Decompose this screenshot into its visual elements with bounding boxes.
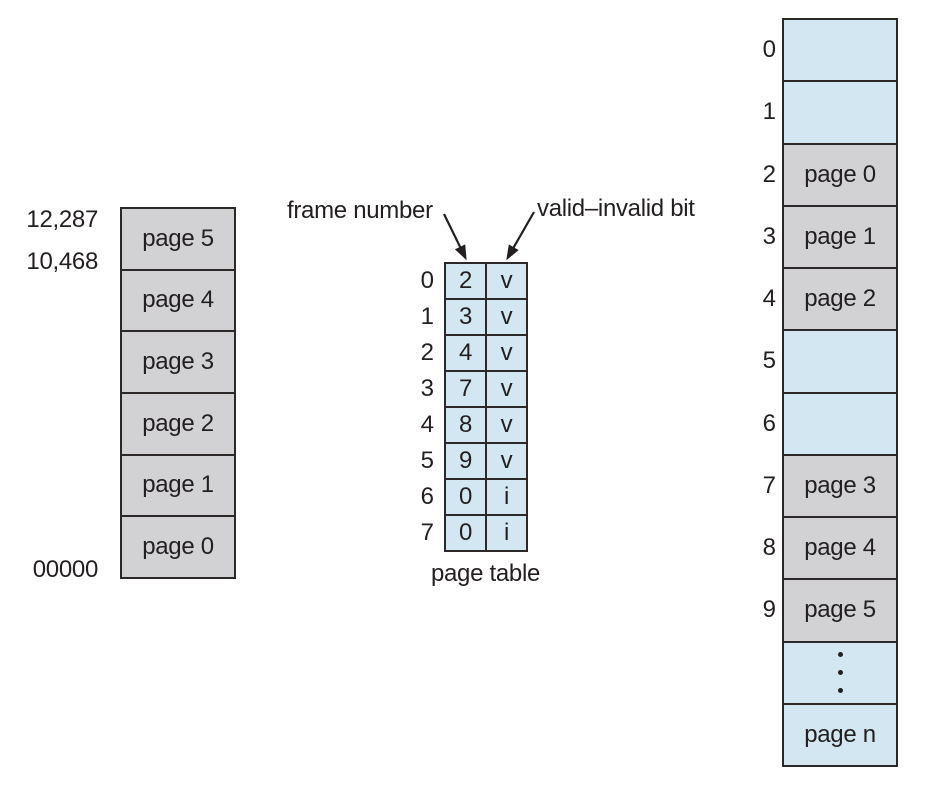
ellipsis-dot <box>837 688 843 694</box>
invalid-bit-cell: i <box>487 516 526 550</box>
frame-number-cell: 7 <box>446 372 485 406</box>
address-label-mid: 10,468 <box>26 248 98 275</box>
frame-number-cell: 0 <box>446 516 485 550</box>
physical-memory-table: page 0 page 1 page 2 page 3 page 4 page … <box>782 18 898 767</box>
valid-bit-cell: v <box>487 408 526 442</box>
frame-index: 5 <box>762 347 776 375</box>
frame-index: 6 <box>762 409 776 437</box>
frame-index: 8 <box>762 534 776 562</box>
frame-number-cell: 0 <box>446 480 485 514</box>
invalid-bit-cell: i <box>487 480 526 514</box>
page-table-index: 3 <box>420 375 434 402</box>
frame-number-label: frame number <box>287 197 433 224</box>
frame-number-arrow <box>443 213 467 261</box>
frame-index <box>734 643 776 703</box>
valid-bit-cell: v <box>487 372 526 406</box>
frame-index: 1 <box>762 98 776 126</box>
valid-bit-cell: v <box>487 336 526 370</box>
physical-frame-9: page 5 <box>784 580 896 641</box>
frame-index: 0 <box>762 36 776 64</box>
physical-memory-index-rail: 0 1 2 3 4 5 6 7 8 9 <box>734 18 776 767</box>
logical-page-cell-0: page 0 <box>122 517 234 577</box>
valid-invalid-arrow <box>506 211 535 261</box>
valid-bit-cell: v <box>487 300 526 334</box>
address-label-bottom: 00000 <box>32 556 99 583</box>
logical-page-cell-2: page 2 <box>122 394 234 454</box>
logical-page-cell-1: page 1 <box>122 455 234 516</box>
address-label-top: 12,287 <box>26 206 98 233</box>
page-table-index: 0 <box>420 267 434 294</box>
ellipsis-dot <box>837 652 843 658</box>
page-table-caption: page table <box>430 560 541 587</box>
frame-number-cell: 4 <box>446 336 485 370</box>
physical-frame-3: page 1 <box>784 206 896 267</box>
page-table-index: 5 <box>420 447 434 474</box>
physical-frame-n: page n <box>784 704 896 765</box>
page-table-index-rail: 0 1 2 3 4 5 6 7 <box>392 262 434 552</box>
physical-frame-0 <box>784 20 896 81</box>
valid-bit-cell: v <box>487 444 526 478</box>
page-table: 2 v 3 v 4 v 7 v 8 v 9 v 0 i 0 i <box>444 262 528 552</box>
logical-page-cell-5: page 5 <box>122 209 234 269</box>
physical-frame-5 <box>784 331 896 392</box>
frame-index: 4 <box>762 285 776 313</box>
page-table-index: 1 <box>420 303 434 330</box>
physical-frame-4: page 2 <box>784 269 896 330</box>
frame-index: 9 <box>762 596 776 624</box>
physical-frame-8: page 4 <box>784 518 896 579</box>
frame-index: 2 <box>762 160 776 188</box>
frame-number-cell: 2 <box>446 264 485 298</box>
page-table-index: 4 <box>420 411 434 438</box>
physical-frame-7: page 3 <box>784 455 896 516</box>
ellipsis-dot <box>837 670 843 676</box>
frame-number-cell: 3 <box>446 300 485 334</box>
frame-index: 3 <box>762 222 776 250</box>
logical-memory-table: page 5 page 4 page 3 page 2 page 1 page … <box>120 207 236 579</box>
frame-index: 7 <box>762 471 776 499</box>
logical-page-cell-4: page 4 <box>122 270 234 331</box>
valid-invalid-bit-label: valid–invalid bit <box>537 195 695 222</box>
logical-page-cell-3: page 3 <box>122 332 234 392</box>
frame-number-cell: 9 <box>446 444 485 478</box>
frame-index <box>734 705 776 765</box>
page-table-index: 7 <box>420 519 434 546</box>
physical-frame-1 <box>784 82 896 143</box>
physical-frame-2: page 0 <box>784 144 896 205</box>
page-table-index: 6 <box>420 483 434 510</box>
vertical-ellipsis <box>784 642 896 703</box>
frame-number-cell: 8 <box>446 408 485 442</box>
physical-frame-6 <box>784 393 896 454</box>
page-table-index: 2 <box>420 339 434 366</box>
valid-bit-cell: v <box>487 264 526 298</box>
